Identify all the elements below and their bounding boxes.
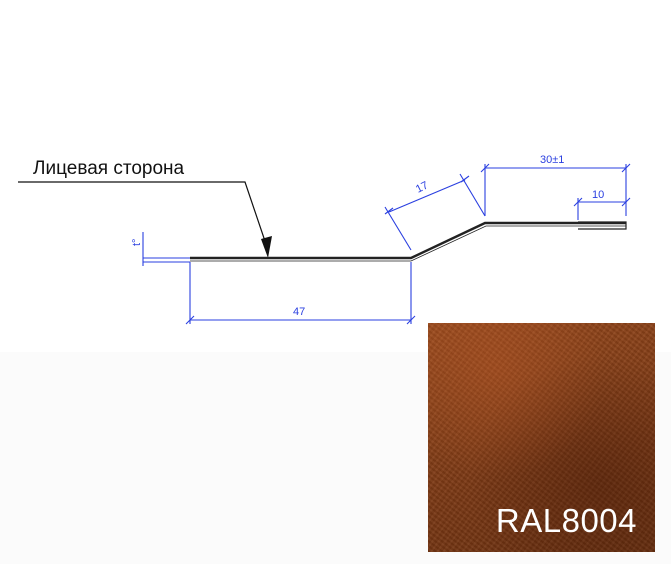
dim-top-label: 30±1 xyxy=(540,154,564,166)
face-side-label: Лицевая сторона xyxy=(33,158,185,179)
dim-slope-label: 17 xyxy=(414,179,430,195)
sheet-profile xyxy=(190,221,627,262)
dim-thickness-label: t° xyxy=(131,239,143,246)
swatch-label: RAL8004 xyxy=(495,502,637,539)
color-swatch: RAL8004 xyxy=(428,323,655,552)
drawing-band xyxy=(0,138,671,352)
dim-hem-label: 10 xyxy=(592,189,604,201)
face-leader xyxy=(18,181,269,251)
dim-flat-label: 47 xyxy=(293,306,305,318)
face-leader-arrow xyxy=(261,236,272,258)
dimension-lines xyxy=(142,163,631,325)
